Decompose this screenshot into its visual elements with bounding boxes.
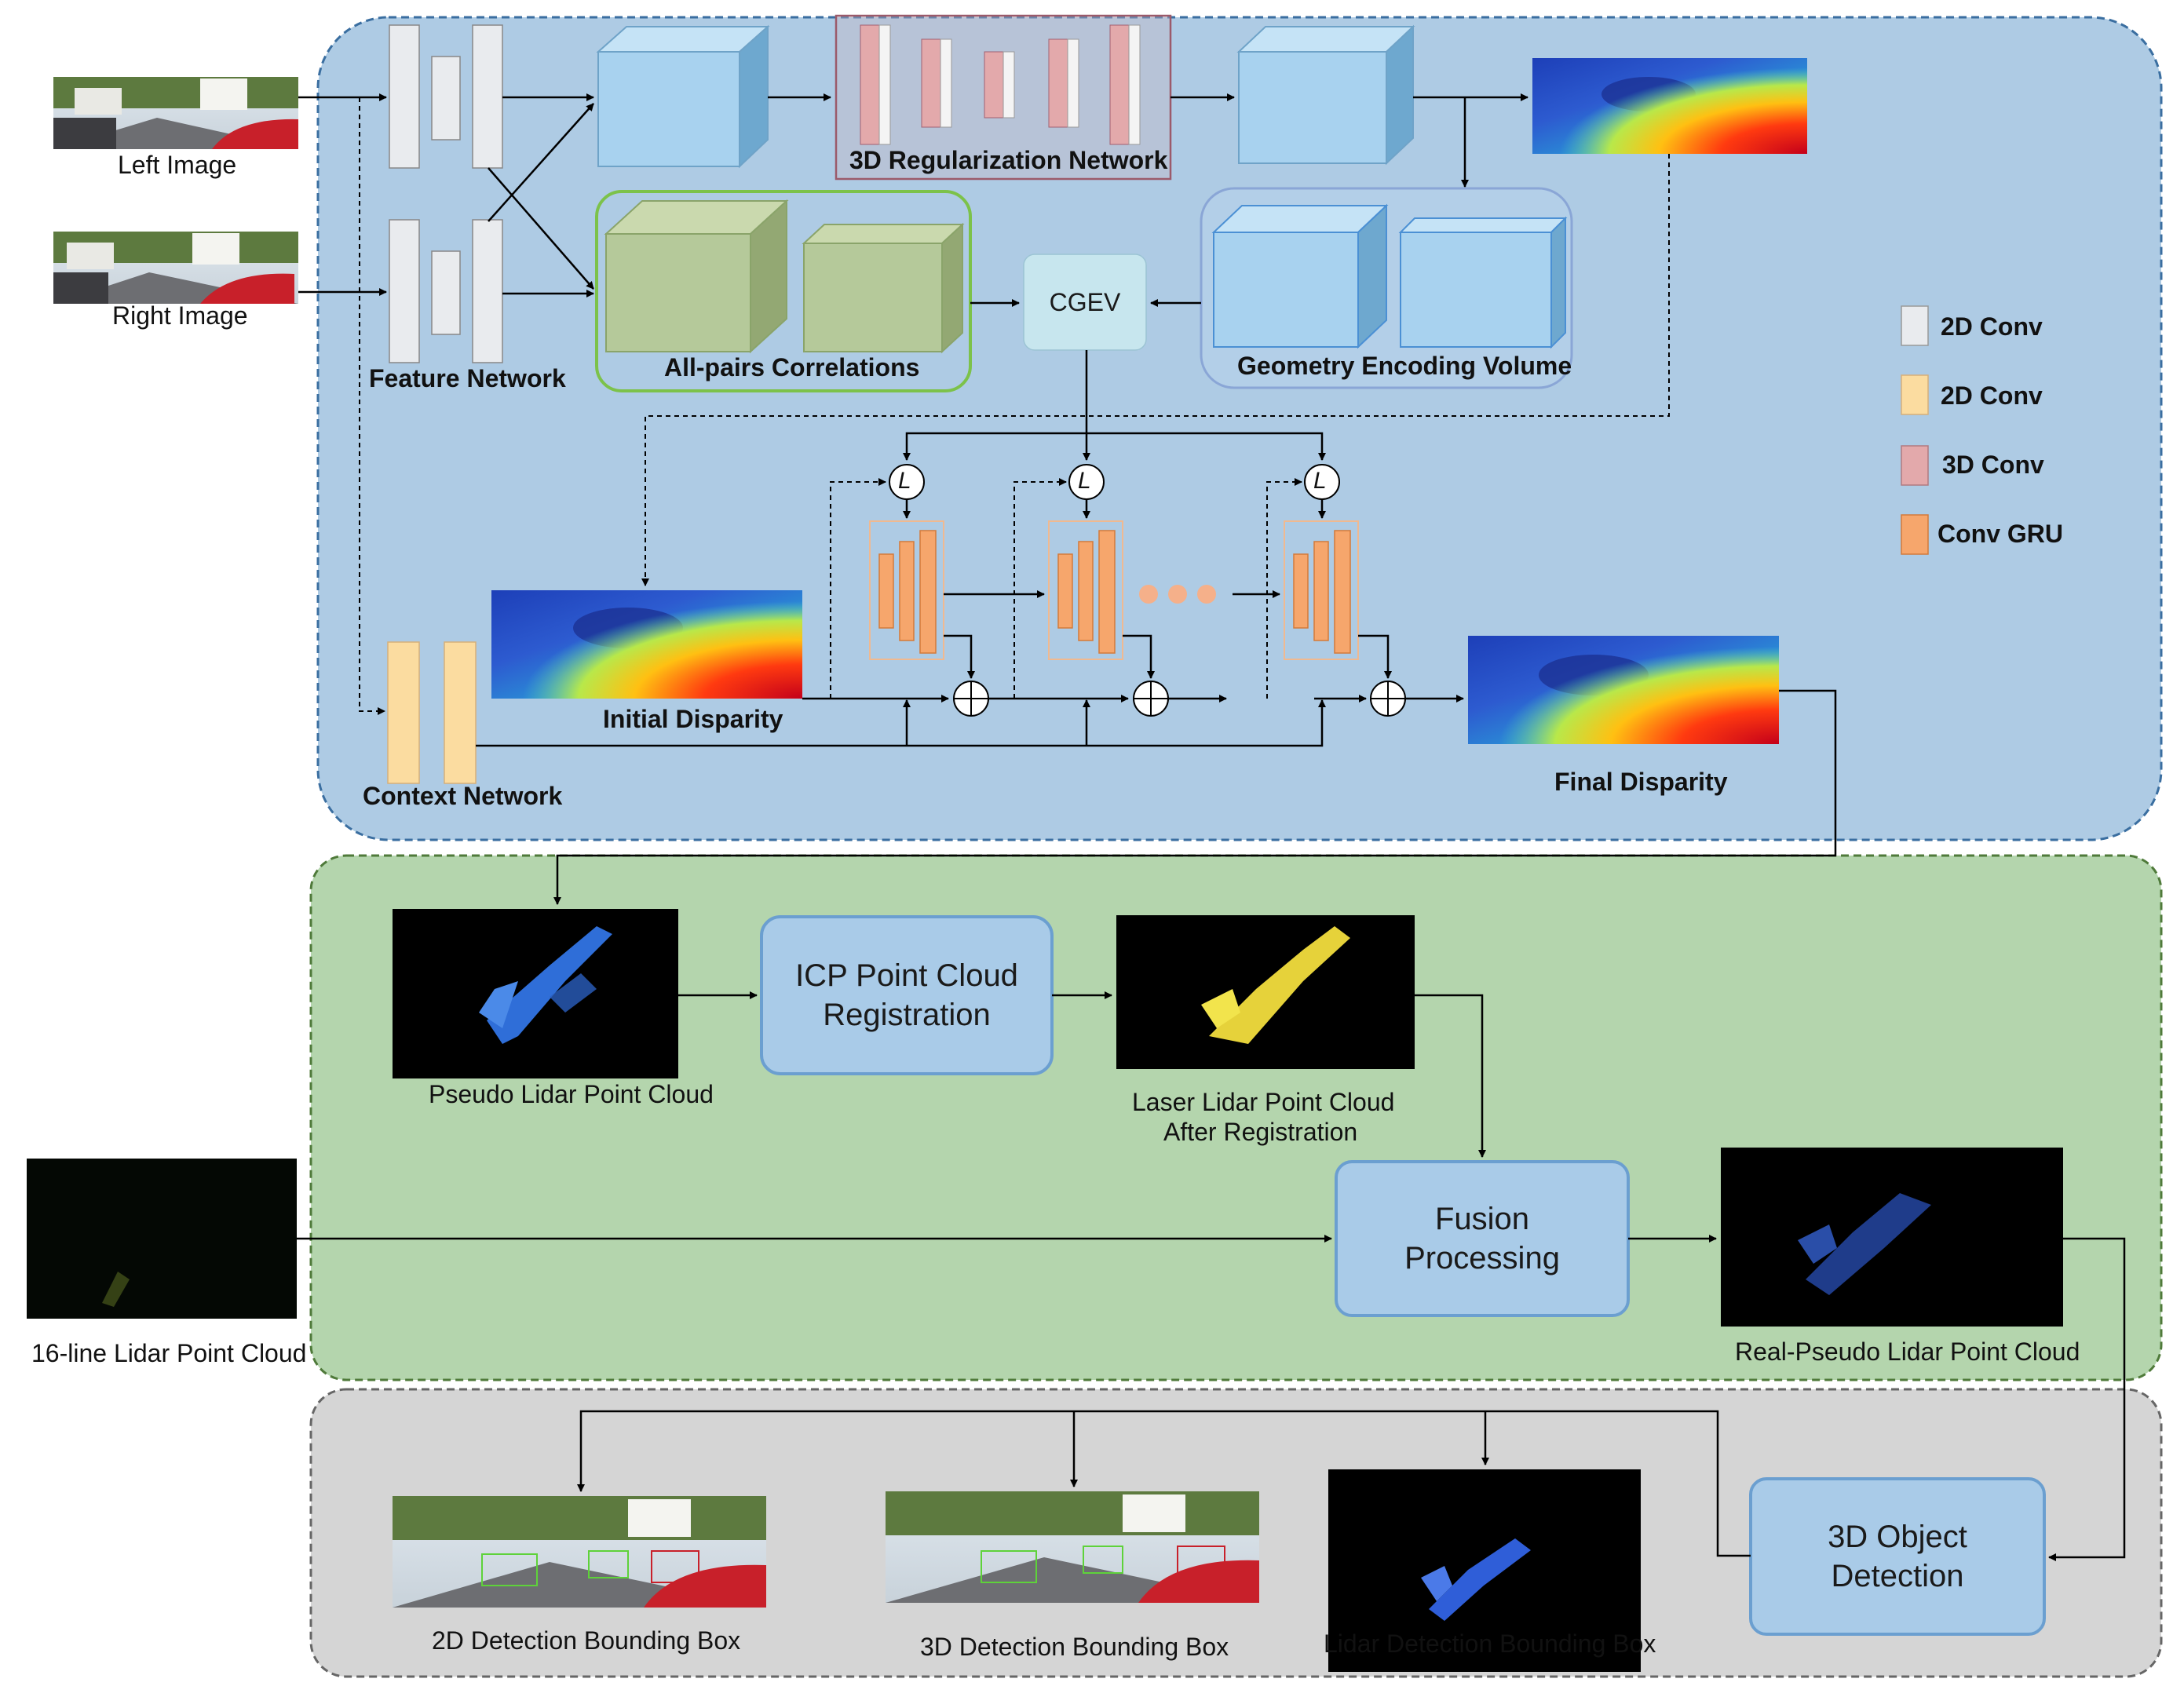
icp-box-text: ICP Point Cloud Registration	[761, 917, 1052, 1074]
conv-gru-2	[1048, 520, 1123, 660]
reg-output-volume-box	[1236, 24, 1415, 166]
geometry-volume-label: Geometry Encoding Volume	[1237, 352, 1572, 380]
detection-arrows	[577, 1410, 1751, 1557]
object-detection-text: 3D Object Detection	[1751, 1479, 2044, 1634]
feature-network-bottom	[389, 219, 503, 363]
det2d-label: 2D Detection Bounding Box	[432, 1626, 741, 1655]
det3d-label: 3D Detection Bounding Box	[920, 1633, 1229, 1661]
final-disparity-map	[1468, 636, 1779, 744]
lookup-operators	[889, 464, 1340, 500]
legend-swatch-3d-conv	[1901, 445, 1929, 486]
context-network-blocks	[387, 641, 477, 784]
left-image-label: Left Image	[118, 151, 237, 179]
initial-disparity-map	[491, 590, 802, 699]
object-line-2: Detection	[1831, 1559, 1964, 1593]
correlation-volume-small	[802, 222, 965, 354]
laser-lidar-image	[1116, 915, 1415, 1069]
legend-swatch-conv-gru	[1901, 514, 1929, 555]
fusion-line-2: Processing	[1404, 1241, 1560, 1275]
fusion-box-text: Fusion Processing	[1336, 1162, 1628, 1316]
object-line-1: 3D Object	[1828, 1520, 1967, 1554]
laser-lidar-label-2: After Registration	[1163, 1118, 1358, 1146]
legend-label-2: 2D Conv	[1941, 381, 2043, 410]
pseudo-lidar-label: Pseudo Lidar Point Cloud	[429, 1080, 714, 1108]
det3d-image	[886, 1491, 1259, 1603]
geometry-volume-box-1	[1211, 203, 1389, 349]
all-pairs-frame	[595, 190, 972, 392]
stereo-arrows	[298, 93, 1528, 747]
laser-lidar-label-1: Laser Lidar Point Cloud	[1132, 1088, 1395, 1116]
fusion-line-1: Fusion	[1434, 1202, 1530, 1236]
right-image	[53, 232, 298, 304]
dashed-arrows	[359, 97, 1670, 715]
conv-gru-3	[1284, 520, 1359, 660]
cgev-label: CGEV	[1049, 287, 1121, 316]
conv-gru-1	[869, 520, 944, 660]
regularization-label: 3D Regularization Network	[849, 146, 1168, 174]
geometry-volume-box-2	[1398, 216, 1568, 349]
final-disparity-label: Final Disparity	[1554, 768, 1728, 796]
all-pairs-label: All-pairs Correlations	[664, 353, 920, 381]
coarse-disparity-map	[1532, 58, 1807, 154]
legend-label-3: 3D Conv	[1942, 451, 2044, 479]
lookup-label-1: L	[898, 468, 911, 494]
ellipsis-dots	[1139, 585, 1216, 604]
icp-line-2: Registration	[823, 998, 991, 1032]
correlation-volume-large	[604, 199, 789, 354]
lidar16-image	[27, 1159, 297, 1319]
initial-disparity-label: Initial Disparity	[603, 705, 783, 733]
feature-network-top	[389, 24, 503, 169]
pseudo-lidar-image	[393, 909, 678, 1078]
left-image	[53, 77, 298, 149]
legend-label-4: Conv GRU	[1937, 520, 2063, 548]
real-pseudo-lidar-image	[1721, 1148, 2063, 1327]
lidar16-label: 16-line Lidar Point Cloud	[31, 1339, 307, 1367]
legend-label-1: 2D Conv	[1941, 312, 2043, 341]
lidar-det-image	[1328, 1469, 1641, 1672]
fusion-arrows	[297, 689, 2126, 1561]
legend-swatches	[1901, 305, 1929, 555]
right-image-label: Right Image	[112, 301, 248, 330]
cgev-box	[1023, 254, 1147, 351]
lookup-label-2: L	[1078, 468, 1091, 494]
lookup-label-3: L	[1313, 468, 1327, 494]
lidar-det-label: Lidar Detection Bounding Box	[1324, 1629, 1656, 1658]
feature-network-label: Feature Network	[369, 364, 566, 392]
det2d-image	[393, 1496, 766, 1608]
legend-swatch-2d-conv-gray	[1901, 305, 1929, 346]
legend-swatch-2d-conv-yellow	[1901, 374, 1929, 415]
real-pseudo-label: Real-Pseudo Lidar Point Cloud	[1735, 1338, 2080, 1366]
context-network-label: Context Network	[363, 782, 563, 810]
icp-line-1: ICP Point Cloud	[795, 958, 1018, 993]
3d-conv-blocks	[860, 24, 1141, 145]
cost-volume-box	[596, 24, 770, 169]
sum-operators	[953, 681, 1406, 717]
